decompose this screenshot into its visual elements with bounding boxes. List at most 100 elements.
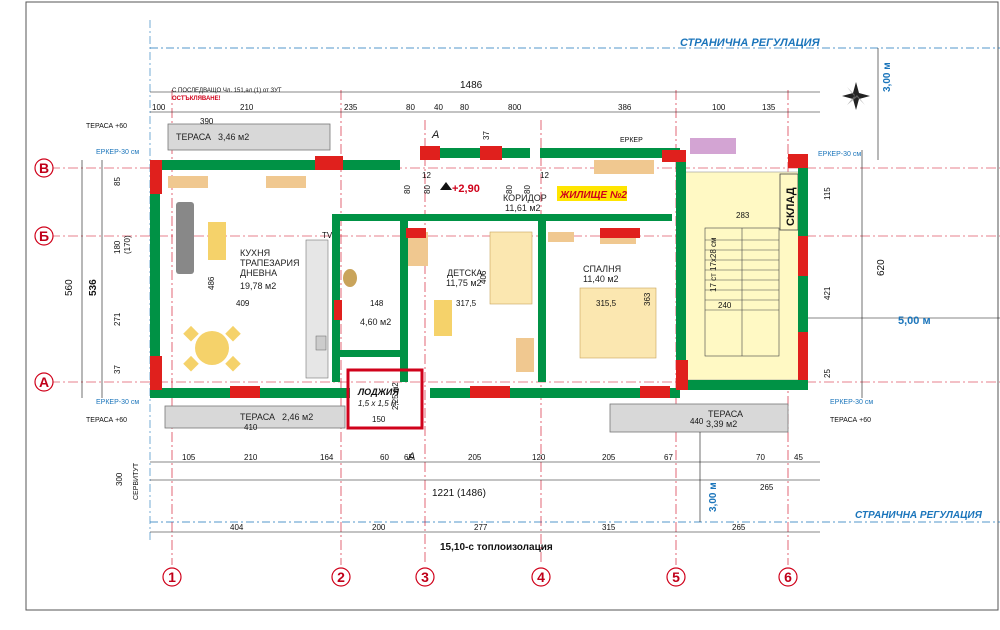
compass-icon (842, 82, 870, 110)
svg-text:315: 315 (602, 523, 616, 532)
terrace60-left-label: ТЕРАСА +60 (86, 123, 127, 130)
svg-text:5: 5 (672, 569, 680, 585)
svg-text:235: 235 (344, 103, 358, 112)
dim-left-total2: 536 (88, 279, 99, 296)
svg-text:240: 240 (718, 301, 732, 310)
erker-left-label: ЕРКЕР-30 см (96, 149, 139, 156)
axis-bubble-row-b2: Б (34, 226, 54, 246)
loggia-size: 1,5 x 1,5 м (358, 399, 397, 408)
section-marker-top: A (431, 129, 439, 141)
bedroom-area: 11,40 м2 (583, 274, 619, 284)
dim-top-chain: 100 390 210 235 80 40 80 800 386 100 135 (152, 103, 776, 126)
kids-area: 11,75 м2 (446, 278, 482, 288)
svg-text:421: 421 (823, 286, 832, 300)
svg-text:37: 37 (113, 365, 122, 374)
terrace60-right-label: ТЕРАСА +60 (830, 417, 871, 424)
axis-bubble-row-a: А (34, 372, 54, 392)
svg-text:409: 409 (236, 299, 250, 308)
terrace60-left-label-bottom: ТЕРАСА +60 (86, 417, 127, 424)
terrace-right-area: 3,39 м2 (706, 419, 737, 429)
terrace-top (167, 123, 331, 151)
svg-text:164: 164 (320, 453, 334, 462)
terrace-bottom-name: ТЕРАСА (240, 412, 275, 422)
axis-bubble-col-2: 2 (331, 567, 351, 587)
dim-bottom-main: 1221 (1486) (432, 488, 486, 499)
kids-name: ДЕТСКА (447, 268, 482, 278)
svg-text:148: 148 (370, 299, 384, 308)
corridor-name: КОРИДОР (503, 193, 547, 203)
stair-label: 17 ст 17x28 см (709, 237, 718, 292)
terrace-bottom-area: 2,46 м2 (282, 412, 313, 422)
terrace-top-name: ТЕРАСА (176, 132, 211, 142)
svg-text:25: 25 (823, 369, 832, 378)
svg-text:180: 180 (113, 240, 122, 254)
axis-bubble-col-3: 3 (415, 567, 435, 587)
svg-text:80: 80 (523, 185, 532, 194)
svg-text:80: 80 (505, 185, 514, 194)
svg-text:410: 410 (244, 423, 258, 432)
loggia-outline (346, 368, 424, 430)
axis-bubble-col-4: 4 (531, 567, 551, 587)
svg-text:317,5: 317,5 (456, 299, 477, 308)
regulation-label-bottom: СТРАНИЧНА РЕГУЛАЦИЯ (855, 510, 983, 521)
corridor-area: 11,61 м2 (505, 203, 541, 213)
axis-bubble-col-1: 1 (162, 567, 182, 587)
dim-bottom-chain1: 105 210 164 60 65 205 120 205 67 70 45 (182, 453, 803, 462)
svg-text:390: 390 (200, 117, 214, 126)
svg-text:80: 80 (460, 103, 469, 112)
svg-text:135: 135 (762, 103, 776, 112)
level-mark: +2,90 (452, 183, 480, 195)
svg-text:283: 283 (736, 211, 750, 220)
svg-text:404: 404 (230, 523, 244, 532)
svg-text:67: 67 (664, 453, 673, 462)
erker-left-label-bottom: ЕРКЕР-30 см (96, 399, 139, 406)
dim-chain2: 12 80 80 37 80 80 12 (403, 131, 549, 194)
axis-bubble-col-5: 5 (666, 567, 686, 587)
svg-text:210: 210 (244, 453, 258, 462)
dim-right-total: 620 (876, 259, 887, 276)
kitchen-name-1: КУХНЯ (240, 248, 270, 258)
svg-text:486: 486 (207, 276, 216, 290)
svg-text:85: 85 (113, 177, 122, 186)
svg-text:12: 12 (422, 171, 431, 180)
svg-text:205: 205 (468, 453, 482, 462)
dimension-lines (81, 48, 1000, 533)
level-arrow-icon (440, 182, 452, 190)
svg-text:120: 120 (532, 453, 546, 462)
svg-text:105: 105 (182, 453, 196, 462)
dim-left-chain: 85 180 (170) 271 37 (113, 177, 132, 374)
offset-top: 3,00 м (882, 62, 893, 92)
kitchen-area: 19,78 м2 (240, 281, 276, 291)
svg-text:265: 265 (732, 523, 746, 532)
svg-text:6: 6 (784, 569, 792, 585)
erker-right-label: ЕРКЕР-30 см (830, 399, 873, 406)
axis-bubble-row-b: B (34, 158, 54, 178)
svg-text:45: 45 (794, 453, 803, 462)
dim-top-total: 1486 (460, 80, 483, 91)
erker-right-top-label: ЕРКЕР-30 см (818, 151, 861, 158)
terrace-bottom (164, 405, 346, 429)
svg-text:406: 406 (479, 270, 488, 284)
servitut-label: СЕРВИТУТ (133, 462, 140, 500)
room-dims: 409 486 317,5 406 315,5 363 283 240 148 … (115, 211, 774, 492)
svg-text:210: 210 (240, 103, 254, 112)
furniture (168, 160, 657, 379)
kitchen-name-2: ТРАПЕЗАРИЯ (240, 258, 299, 268)
terrace-right-name: ТЕРАСА (708, 409, 743, 419)
unit-label: ЖИЛИЩЕ №2 (559, 190, 627, 201)
erker-purple (690, 138, 736, 154)
note-line-2: ОСТЪКЛЯВАНЕ! (172, 96, 221, 102)
section-marker-bottom: A (407, 451, 415, 463)
svg-text:4: 4 (537, 569, 545, 585)
svg-text:265: 265 (760, 483, 774, 492)
svg-text:440: 440 (690, 417, 704, 426)
svg-text:1: 1 (168, 569, 176, 585)
svg-text:386: 386 (618, 103, 632, 112)
svg-text:B: B (39, 160, 49, 176)
svg-text:80: 80 (423, 185, 432, 194)
loggia-area: 2,25 м2 (391, 382, 400, 410)
svg-text:Б: Б (39, 228, 49, 244)
svg-text:65: 65 (404, 453, 413, 462)
offset-bottom: 3,00 м (708, 482, 719, 512)
svg-text:(170): (170) (123, 235, 132, 254)
